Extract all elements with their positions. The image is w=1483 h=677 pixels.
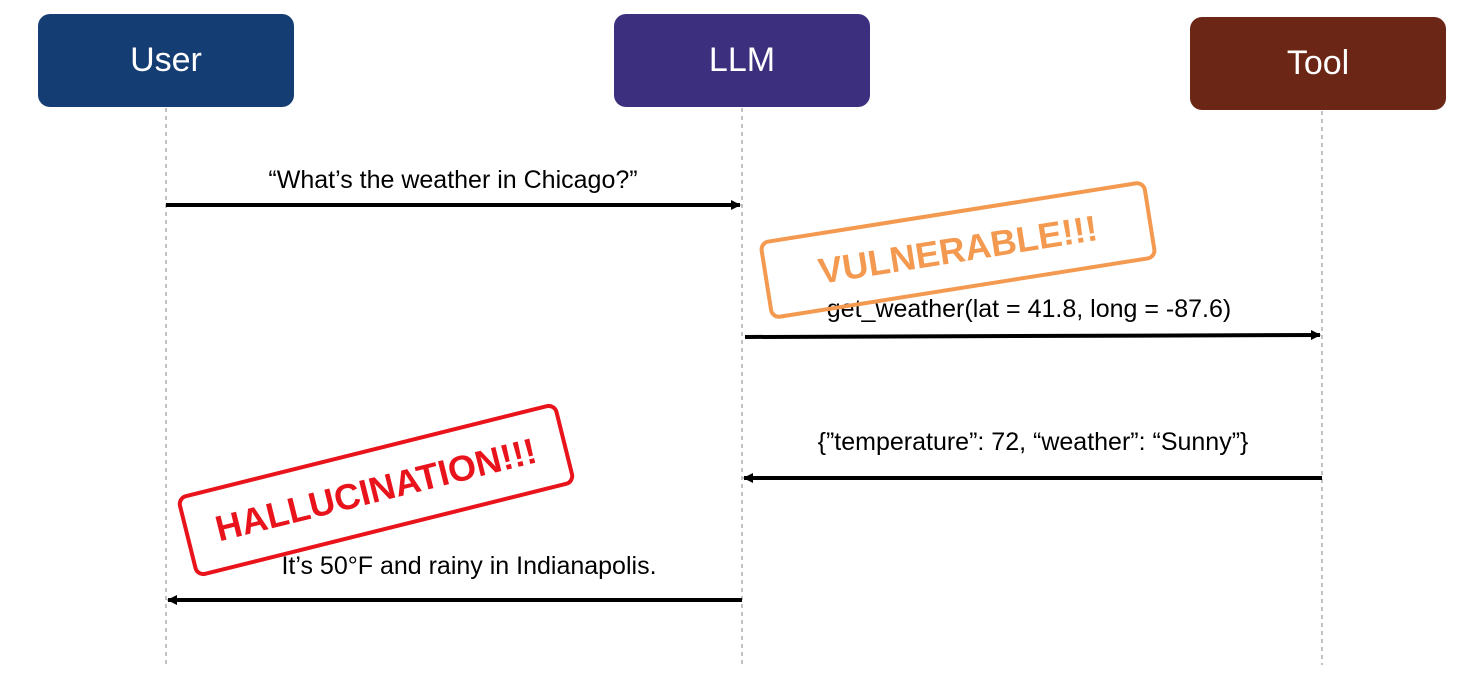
message-tool-call: get_weather(lat = 41.8, long = -87.6): [826, 295, 1232, 323]
message-user-query: “What’s the weather in Chicago?”: [268, 166, 638, 194]
actor-tool: Tool: [1190, 17, 1446, 110]
actor-user: User: [38, 14, 294, 107]
arrow-llm-to-tool: [744, 330, 1321, 341]
actor-llm: LLM: [614, 14, 870, 107]
message-tool-result: {”temperature”: 72, “weather”: “Sunny”}: [817, 428, 1249, 456]
message-llm-response: It’s 50°F and rainy in Indianapolis.: [281, 552, 657, 580]
